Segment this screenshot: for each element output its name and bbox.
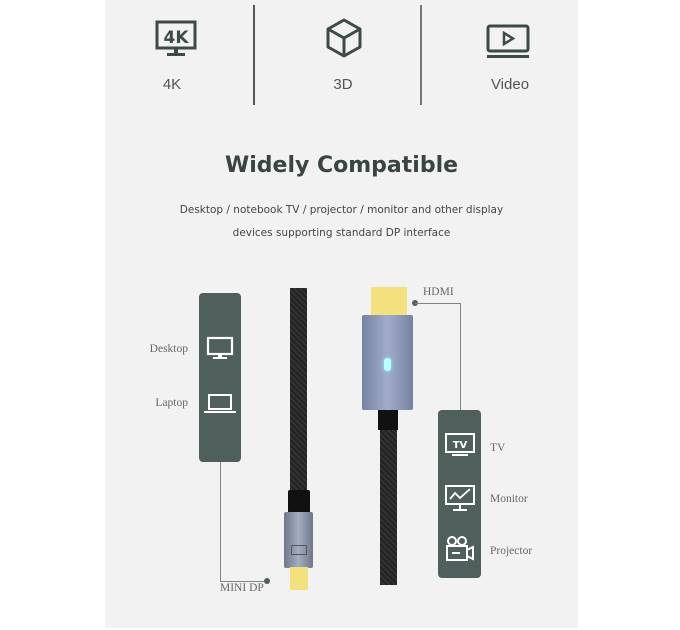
subtitle-line: Desktop / notebook TV / projector / moni… <box>179 204 504 216</box>
page-title: Widely Compatible <box>224 153 459 178</box>
connector-line <box>220 462 221 582</box>
cube-icon <box>326 18 362 58</box>
connector-line <box>220 581 266 582</box>
source-label-laptop: Laptop <box>155 397 188 409</box>
video-player-icon <box>486 24 530 58</box>
source-label-desktop: Desktop <box>149 343 188 355</box>
strain-relief <box>378 410 398 430</box>
feature-label-3d: 3D <box>333 76 353 93</box>
mini-dp-logo-icon <box>291 545 307 555</box>
connector-line <box>415 303 461 304</box>
svg-text:TV: TV <box>453 440 468 451</box>
feature-label-4k: 4K <box>162 76 182 93</box>
target-label-projector: Projector <box>490 545 533 557</box>
desktop-icon <box>206 336 234 359</box>
feature-label-video: Video <box>490 76 530 93</box>
mini-dp-label: MINI DP <box>220 582 264 594</box>
led-indicator <box>384 358 391 371</box>
connector-dot <box>264 578 270 584</box>
hdmi-label: HDMI <box>423 286 454 298</box>
tv-icon: TV <box>445 433 475 456</box>
connector-line <box>460 303 461 411</box>
subtitle-line: devices supporting standard DP interface <box>232 227 451 239</box>
projector-icon <box>446 536 474 561</box>
background-panel <box>105 0 578 628</box>
divider <box>420 5 422 105</box>
divider <box>253 5 255 105</box>
hdmi-cable <box>380 430 397 585</box>
mini-dp-plug <box>290 567 308 590</box>
svg-text:4K: 4K <box>163 28 189 48</box>
hdmi-plug <box>371 287 407 317</box>
source-devices-panel <box>199 293 241 462</box>
strain-relief <box>288 490 310 513</box>
monitor-icon <box>445 485 475 511</box>
target-label-tv: TV <box>490 442 506 454</box>
4k-monitor-icon: 4K <box>155 20 197 56</box>
mini-dp-connector <box>284 512 313 568</box>
mini-dp-cable <box>290 288 307 492</box>
target-label-monitor: Monitor <box>490 493 528 505</box>
laptop-icon <box>204 394 236 413</box>
